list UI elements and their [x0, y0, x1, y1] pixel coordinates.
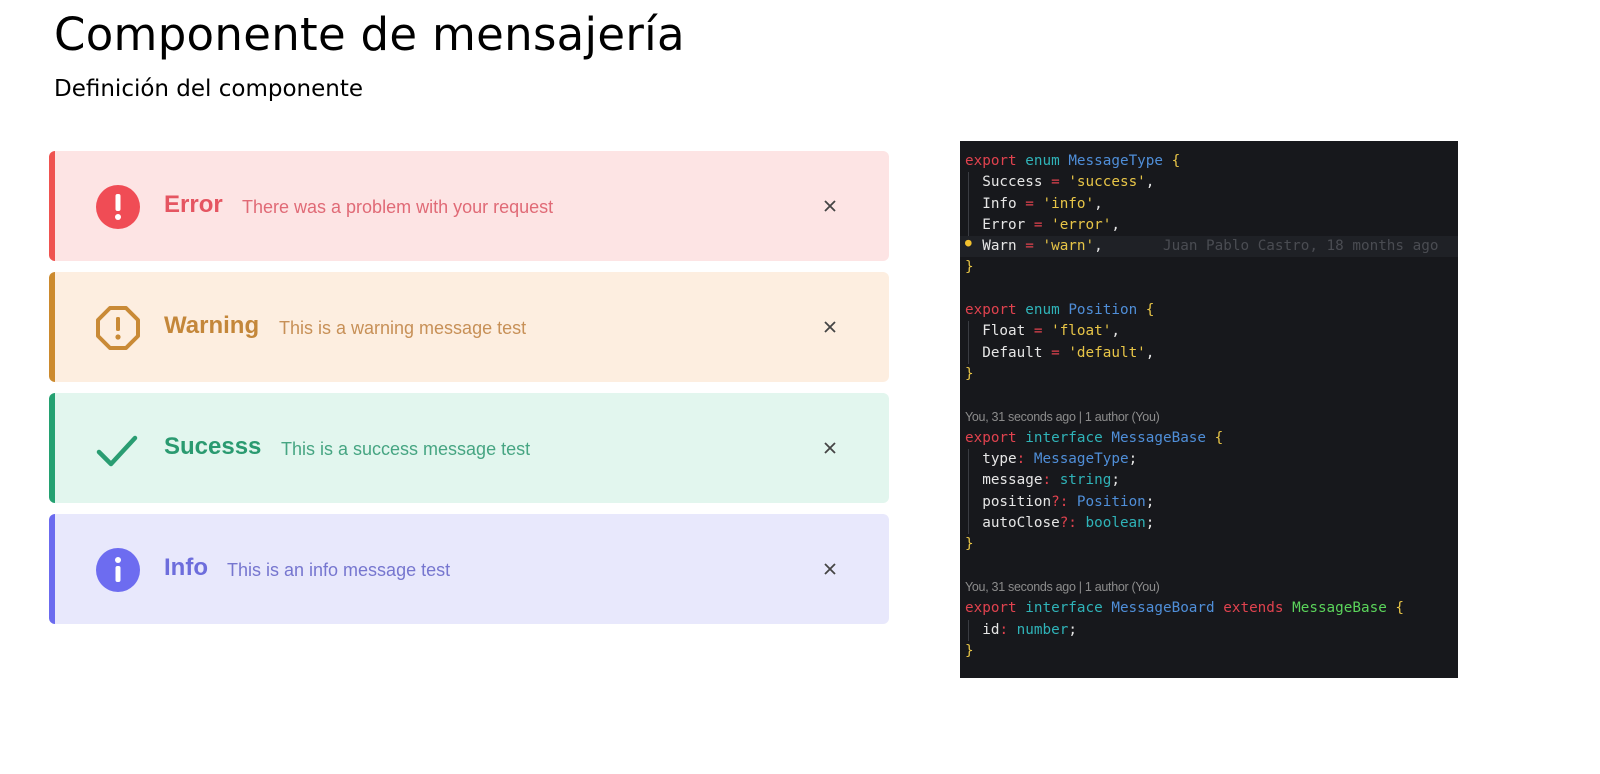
git-blame-annotation: Juan Pablo Castro, 18 months ago	[1163, 238, 1439, 255]
code-editor[interactable]: export enum MessageType { Success = 'suc…	[960, 141, 1458, 678]
code-line: }	[965, 259, 974, 276]
page-subtitle: Definición del componente	[54, 76, 364, 102]
codelens-annotation[interactable]: You, 31 seconds ago | 1 author (You)	[965, 409, 1160, 424]
alert-success: Sucesss This is a success message test	[49, 393, 889, 503]
close-icon	[824, 563, 836, 575]
alert-info: Info This is an info message test	[49, 514, 889, 624]
code-line: Error = 'error',	[960, 214, 1458, 237]
page-title: Componente de mensajería	[54, 8, 685, 61]
code-line: export enum MessageType {	[965, 153, 1181, 169]
code-line: Info = 'info',	[960, 193, 1458, 215]
info-circle-icon	[95, 547, 141, 593]
code-line: message: string;	[960, 470, 1458, 492]
code-line: }	[965, 536, 974, 553]
code-line: }	[965, 642, 974, 659]
code-line: autoClose?: boolean;	[960, 513, 1458, 535]
code-line-current: ● Warn = 'warn', Juan Pablo Castro, 18 m…	[960, 236, 1458, 258]
code-line: Default = 'default',	[960, 342, 1458, 364]
close-button[interactable]	[815, 191, 845, 221]
close-icon	[824, 321, 836, 333]
lightbulb-icon[interactable]: ●	[965, 236, 972, 250]
close-icon	[824, 442, 836, 454]
close-button[interactable]	[815, 433, 845, 463]
alert-octagon-icon	[95, 305, 141, 351]
alert-error: Error There was a problem with your requ…	[49, 151, 889, 261]
code-line: id: number;	[960, 619, 1458, 641]
check-icon	[95, 426, 141, 472]
code-line: Float = 'float',	[960, 321, 1458, 343]
alert-message: This is a success message test	[281, 439, 531, 459]
close-icon	[824, 200, 836, 212]
close-button[interactable]	[815, 312, 845, 342]
alert-message: There was a problem with your request	[242, 197, 554, 217]
alert-warning: Warning This is a warning message test	[49, 272, 889, 382]
codelens-annotation[interactable]: You, 31 seconds ago | 1 author (You)	[965, 579, 1160, 594]
code-line: }	[965, 365, 974, 382]
alerts-list: Error There was a problem with your requ…	[49, 151, 889, 635]
code-line: type: MessageType;	[960, 449, 1458, 471]
alert-label: Info	[164, 554, 208, 581]
alert-message: This is a warning message test	[279, 318, 527, 338]
code-line: export interface MessageBase {	[965, 429, 1224, 446]
alert-label: Sucesss	[164, 433, 262, 460]
alert-label: Warning	[164, 312, 260, 339]
close-button[interactable]	[815, 554, 845, 584]
alert-circle-icon	[95, 184, 141, 230]
alert-message: This is an info message test	[227, 560, 451, 580]
code-line: export enum Position {	[965, 302, 1155, 319]
code-line: position?: Position;	[960, 491, 1458, 514]
code-line: export interface MessageBoard extends Me…	[965, 600, 1405, 617]
alert-label: Error	[164, 191, 223, 218]
code-line: Success = 'success',	[960, 172, 1458, 194]
